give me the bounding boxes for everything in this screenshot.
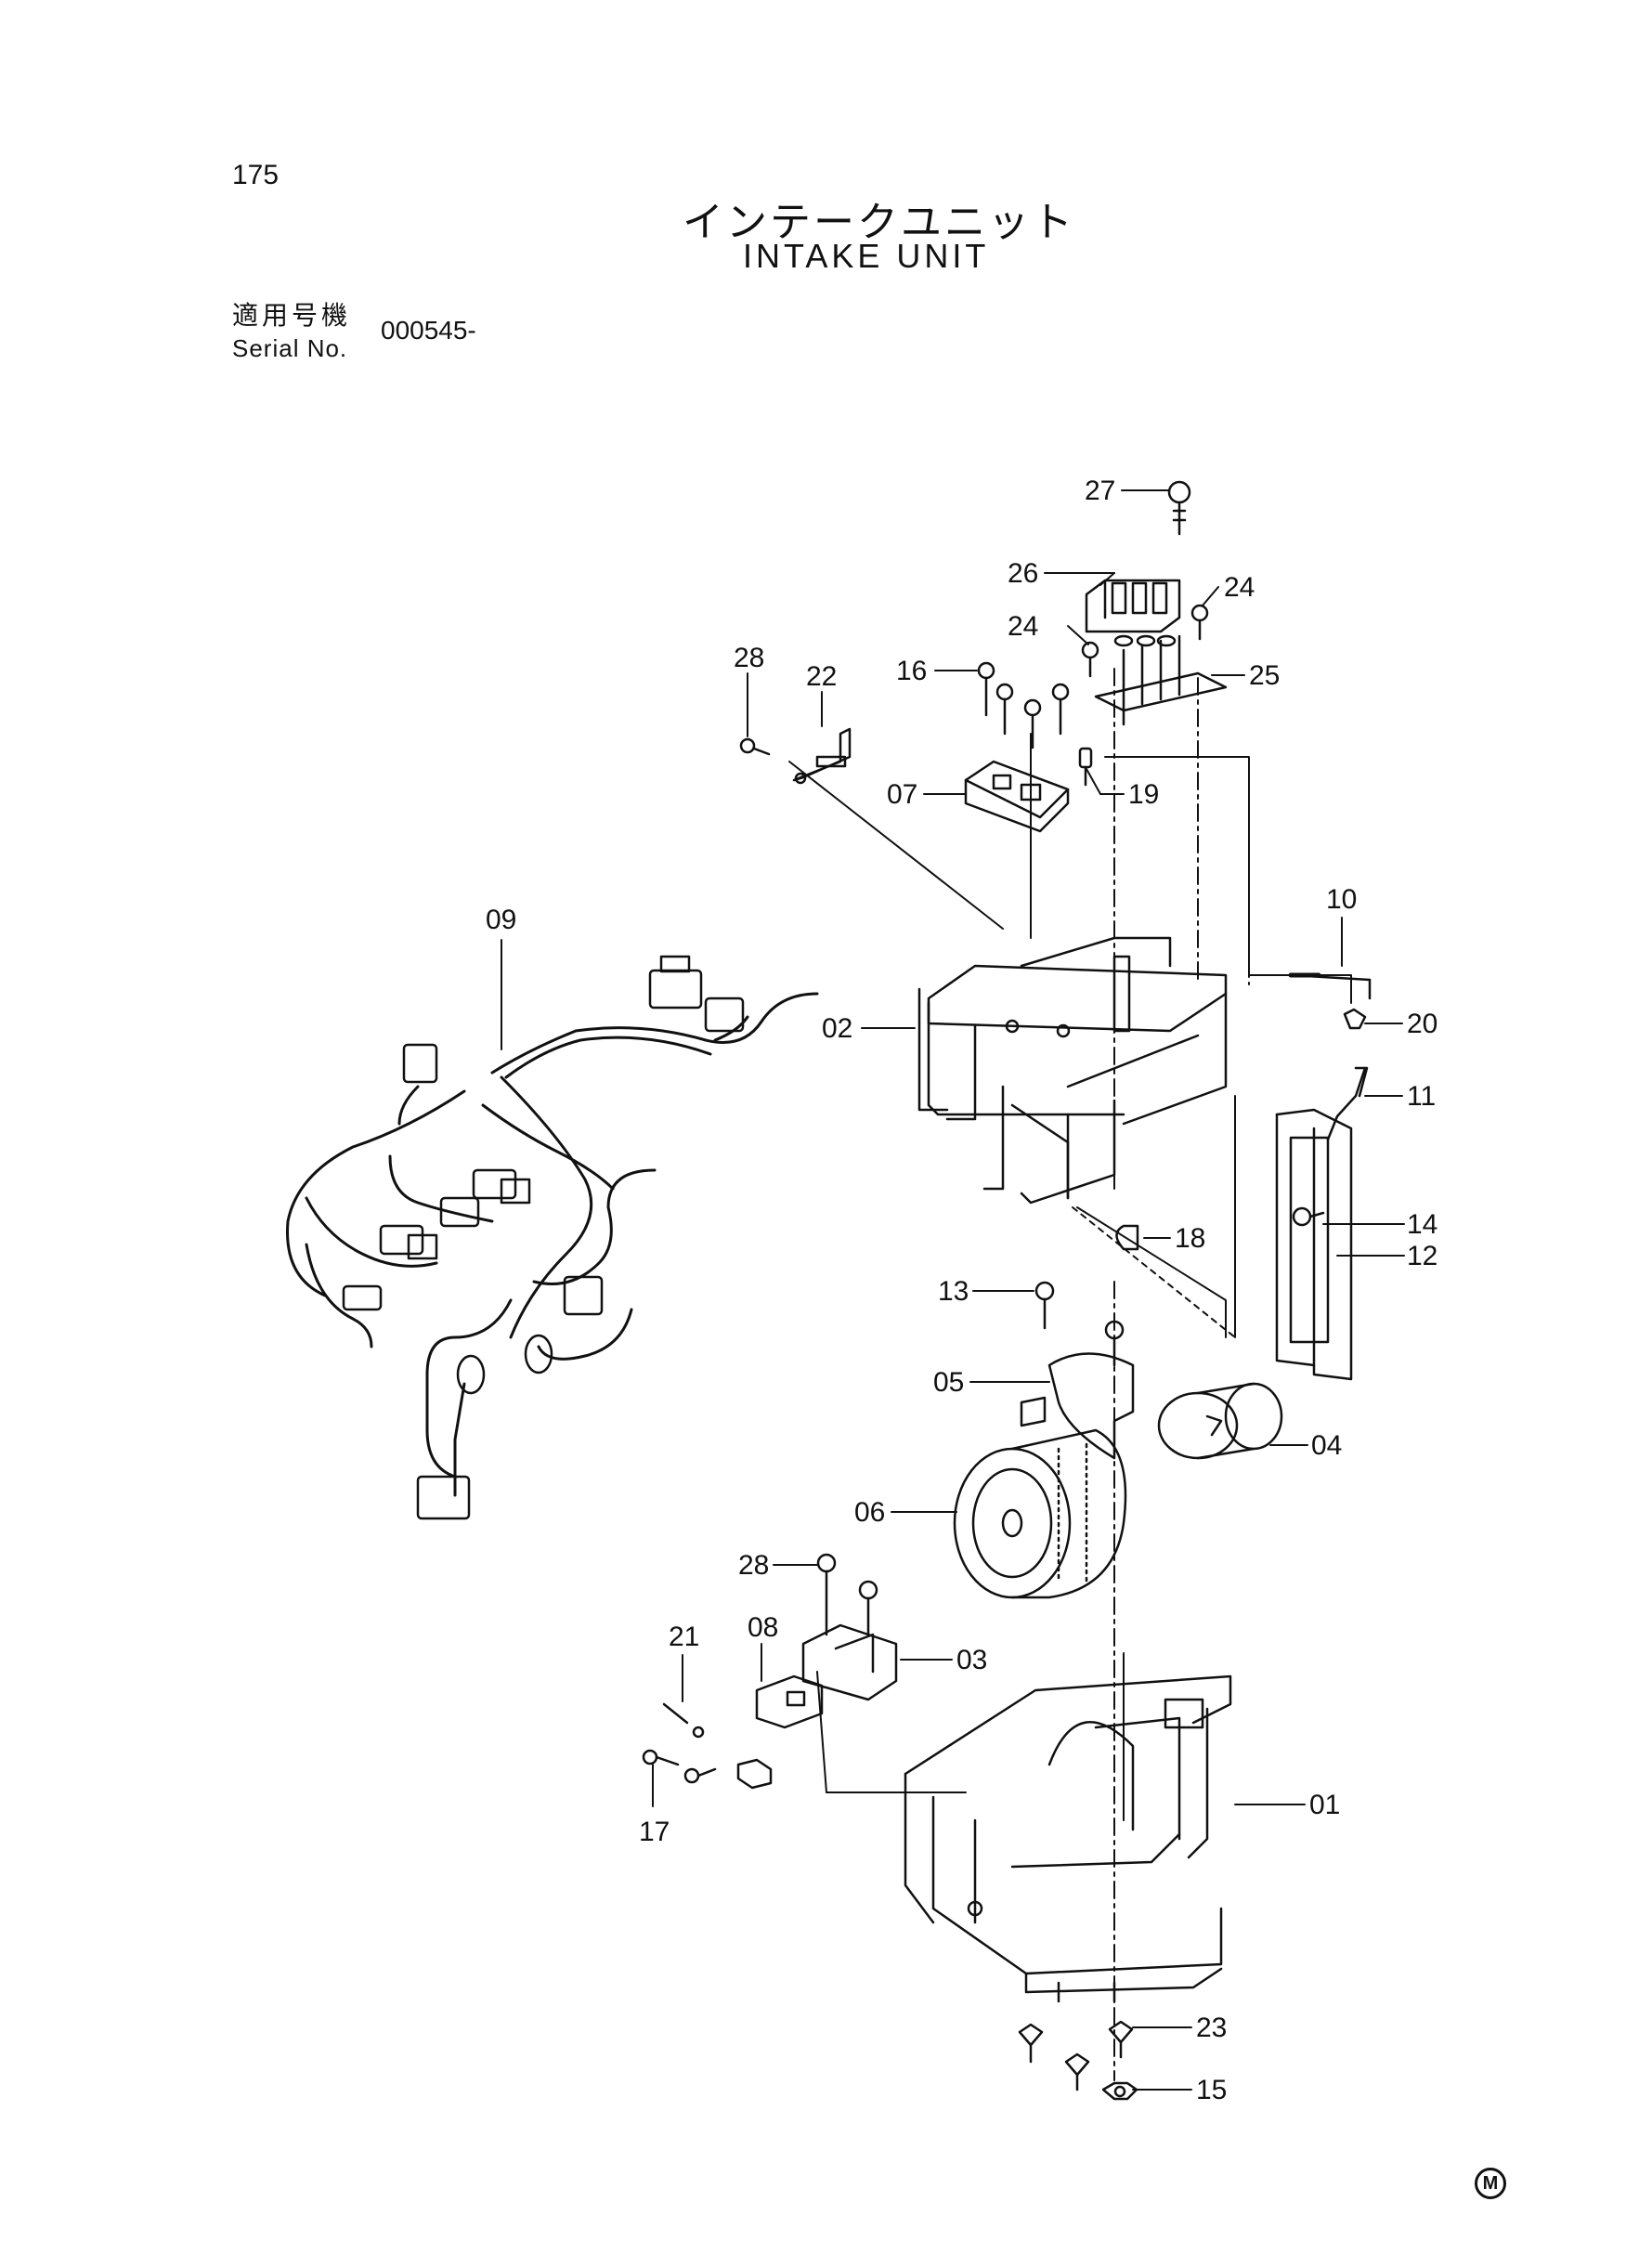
callout-26: 26: [1008, 558, 1038, 589]
part-14-screw: [1292, 1206, 1325, 1227]
callout-05: 05: [933, 1367, 964, 1398]
part-10-rod: [1288, 972, 1372, 1000]
callout-16: 16: [896, 656, 927, 686]
callout-10: 10: [1326, 884, 1357, 915]
part-04-ring: [1157, 1382, 1283, 1460]
callout-27: 27: [1085, 476, 1115, 506]
page-number: 175: [232, 160, 280, 190]
callout-01: 01: [1309, 1790, 1340, 1820]
callout-09: 09: [486, 905, 516, 935]
callout-15: 15: [1196, 2075, 1227, 2105]
callout-24-right: 24: [1224, 572, 1255, 603]
callout-20: 20: [1407, 1009, 1437, 1039]
callout-28-lower: 28: [738, 1550, 769, 1581]
leader-lines: [501, 489, 1405, 2091]
serial-label-english: Serial No.: [232, 334, 348, 362]
callout-21: 21: [669, 1622, 699, 1652]
callout-22: 22: [806, 661, 837, 692]
part-20-clip: [1343, 1008, 1367, 1030]
part-05-bracket: [1020, 1352, 1135, 1460]
part-17-screws: [642, 1749, 717, 1784]
page-title-japanese: インテークユニット: [683, 199, 1075, 246]
callout-labels: 27 26 24 24 25 28 22 16 07 19 09 10 02 2…: [486, 476, 1437, 2105]
corner-mark: M: [1475, 2168, 1506, 2199]
part-28-screw-lower: [816, 1553, 878, 1636]
part-24-screw-left: [1081, 641, 1099, 678]
callout-07: 07: [887, 779, 917, 810]
part-connector-small: [736, 1758, 773, 1790]
part-11-link: [1326, 1066, 1369, 1141]
callout-08: 08: [748, 1612, 778, 1643]
callout-02: 02: [822, 1013, 852, 1044]
part-06-blower-fan: [953, 1428, 1127, 1599]
part-25-bracket-plate: [1094, 634, 1228, 726]
part-07-control-box: [964, 760, 1070, 833]
part-28-screw-top: [739, 737, 771, 756]
part-12-filter-frame: [1275, 1108, 1353, 1381]
part-19-sensor: [1078, 747, 1093, 787]
part-24-screw-right: [1190, 604, 1209, 641]
part-27-screw: [1167, 480, 1191, 536]
part-15-nut: [1101, 2081, 1138, 2101]
part-08-resistor: [755, 1674, 824, 1729]
callout-18: 18: [1175, 1223, 1205, 1254]
callout-17: 17: [639, 1817, 670, 1847]
callout-04: 04: [1311, 1430, 1342, 1461]
callout-25: 25: [1249, 660, 1280, 691]
part-26-relay-block: [1085, 579, 1181, 647]
assembly-guide-lines: [788, 668, 1352, 2081]
callout-03: 03: [956, 1645, 987, 1675]
part-01-lower-case: [904, 1674, 1232, 2003]
callout-19: 19: [1128, 779, 1159, 810]
part-02-upper-case: [917, 936, 1228, 1205]
page-title-english: INTAKE UNIT: [743, 237, 990, 275]
callout-14: 14: [1407, 1209, 1437, 1240]
part-23-rivets: [1018, 2020, 1134, 2091]
callout-23: 23: [1196, 2013, 1227, 2043]
part-16-screws: [977, 661, 1070, 749]
part-13-screws: [1034, 1281, 1125, 1367]
part-22-bracket: [792, 727, 852, 785]
harness-connectors: [342, 955, 745, 1520]
callout-11: 11: [1407, 1081, 1436, 1112]
callout-06: 06: [854, 1497, 885, 1528]
part-18-clip: [1115, 1224, 1139, 1251]
callout-13: 13: [938, 1276, 969, 1307]
part-03-bracket: [801, 1623, 898, 1701]
callout-28-top: 28: [734, 643, 764, 673]
callout-24-left: 24: [1008, 611, 1038, 642]
part-21-pin: [662, 1702, 705, 1739]
part-09-wiring-harness: [286, 992, 819, 1497]
serial-number-value: 000545-: [381, 316, 476, 345]
serial-label-japanese: 適用号機: [232, 300, 352, 331]
callout-12: 12: [1407, 1241, 1437, 1271]
